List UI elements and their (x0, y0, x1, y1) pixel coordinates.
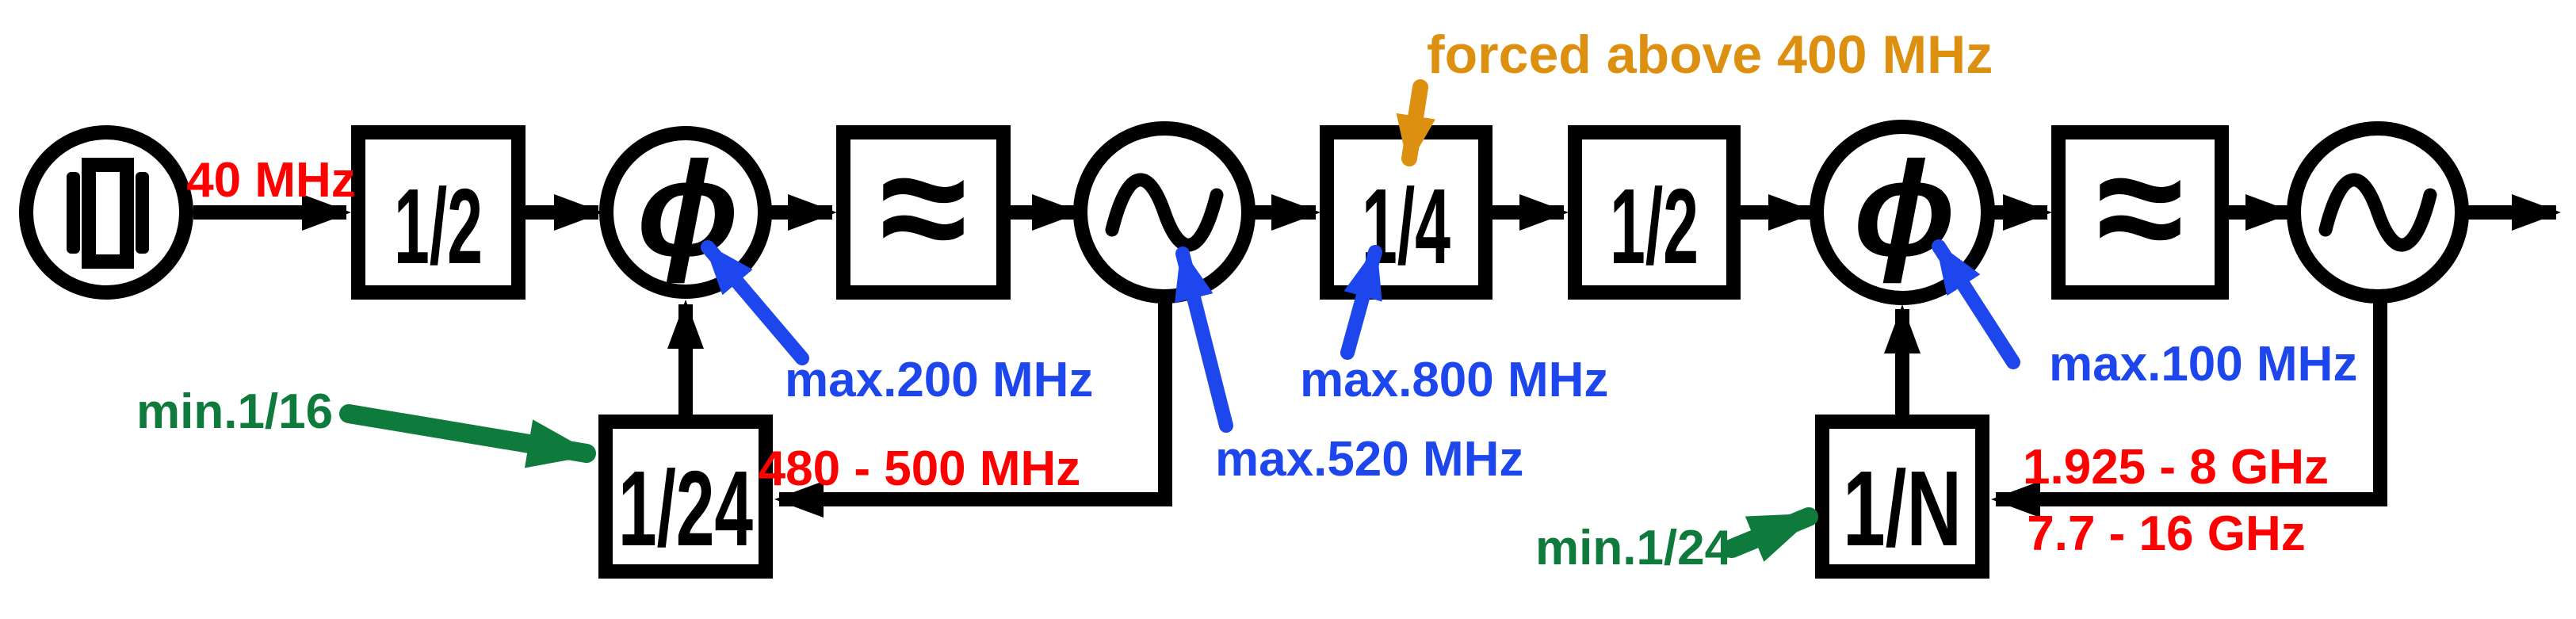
vco-2-sine-icon (2318, 173, 2437, 252)
orange-annotation: forced above 400 MHz (1396, 25, 1993, 166)
loop-filter-2-icon: ≈ (2096, 119, 2184, 296)
div4-max-label: max.800 MHz (1300, 353, 1608, 407)
loop-filter-2-box (2051, 125, 2229, 300)
wire-vco2-to-divN (1991, 296, 2387, 518)
loop2-output-frequency-label: 7.7 - 16 GHz (2027, 506, 2305, 561)
green-annotations: min.1/16 min.1/24 (136, 384, 1818, 575)
feedback-divider-24-block: 1/24 (598, 415, 773, 579)
feedback-loop-1 (667, 296, 1172, 518)
div4-note-arrow (1396, 79, 1436, 166)
divider-2b-box (1568, 125, 1741, 300)
feedback-divider-N-box (1815, 415, 1989, 579)
blue-annotations: max.200 MHz max.520 MHz max.800 MHz max.… (701, 239, 2357, 487)
feedback-divider-N-label: 1/N (1843, 449, 1962, 568)
divider-2a-label: 1/2 (394, 166, 483, 286)
feedback-divider-24-label: 1/24 (618, 449, 753, 568)
div4-note-label: forced above 400 MHz (1427, 25, 1993, 85)
pd2-max-arrow (1932, 239, 2020, 369)
vco1-max-label: max.520 MHz (1215, 432, 1523, 487)
crystal-oscillator (19, 125, 193, 300)
vco-2 (2287, 121, 2469, 304)
div4-max-arrow (1340, 245, 1382, 360)
divider-2a-block: 1/2 (351, 125, 526, 300)
divider-2b-block: 1/2 (1568, 125, 1741, 300)
vco-1 (1073, 121, 1256, 304)
loop1-feedback-frequency-label: 480 - 500 MHz (759, 441, 1081, 496)
crystal-electrode-left-icon (67, 172, 80, 254)
source-frequency-label: 40 MHz (186, 153, 356, 208)
divN-min-arrow (1722, 507, 1818, 562)
phase-detector-1: ϕ (599, 126, 772, 299)
loop2-vco-frequency-label: 1.925 - 8 GHz (2023, 440, 2329, 495)
crystal-icon (82, 158, 134, 269)
wire-vco1-to-div24 (774, 296, 1172, 518)
feedback-divider-N-block: 1/N (1815, 415, 1989, 579)
divider-2a-box (351, 125, 526, 300)
div24-min-arrow (339, 404, 596, 468)
divider-2b-label: 1/2 (1610, 166, 1699, 286)
loop-filter-1-icon: ≈ (880, 119, 967, 296)
feedback-divider-24-box (598, 415, 773, 579)
vco1-max-arrow (1175, 246, 1233, 433)
pd2-max-label: max.100 MHz (2049, 337, 2357, 392)
loop-filter-1: ≈ (836, 119, 1011, 300)
pd1-max-label: max.200 MHz (785, 353, 1093, 407)
loop-filter-1-box (836, 125, 1011, 300)
feedback-loop-2 (1884, 296, 2387, 518)
crystal-electrode-right-icon (136, 172, 149, 254)
phase-detector-2: ϕ (1810, 120, 1995, 305)
divN-min-label: min.1/24 (1535, 521, 1733, 575)
loop-filter-2: ≈ (2051, 119, 2229, 300)
vco-1-sine-icon (1105, 173, 1224, 252)
div24-min-label: min.1/16 (136, 384, 333, 439)
pd1-max-arrow (701, 240, 809, 365)
